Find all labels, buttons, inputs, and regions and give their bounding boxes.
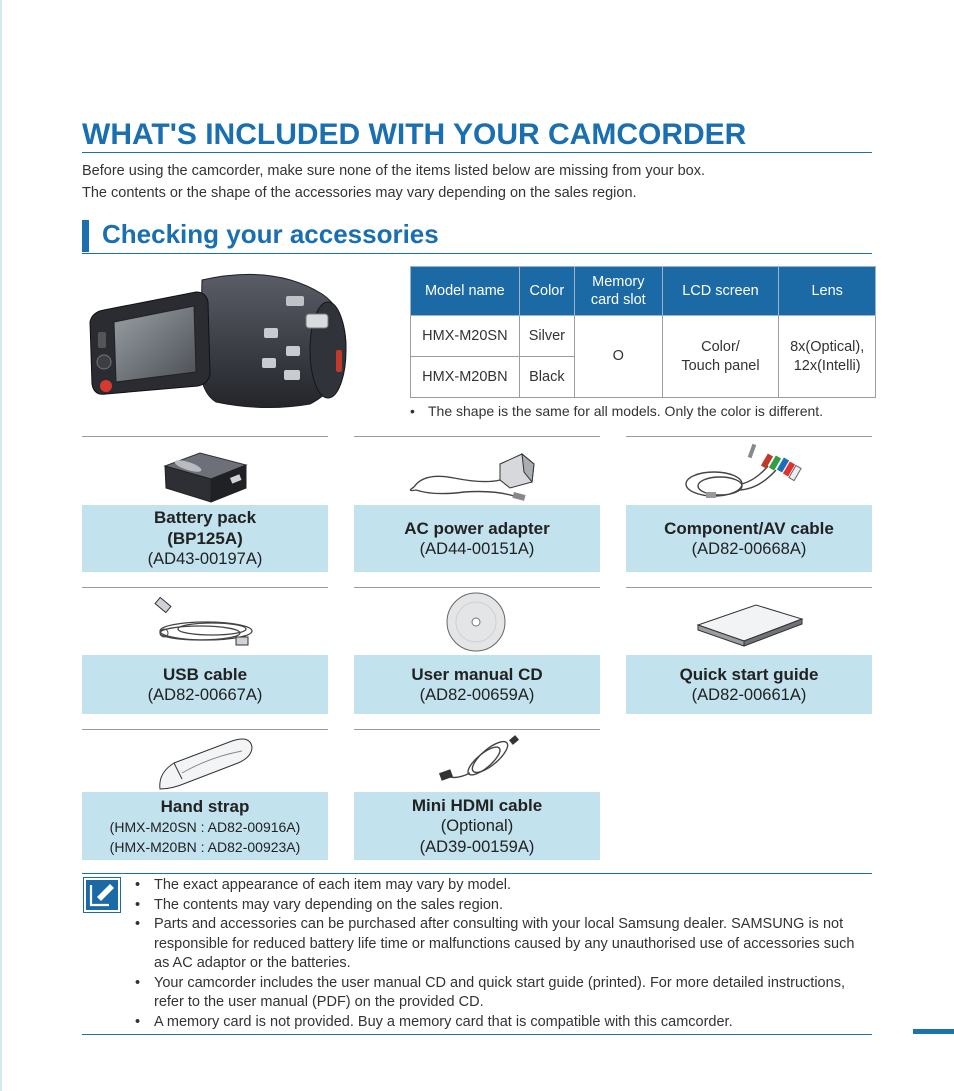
item-label: Component/AV cable (AD82-00668A) [626,505,872,572]
item-code: (HMX-M20SN : AD82-00916A) [109,818,301,835]
accessory-usb-cable: USB cable (AD82-00667A) [82,587,328,715]
item-code-line-2: (HMX-M20BN : AD82-00923A) [109,838,301,855]
item-code: (AD82-00668A) [691,539,807,558]
table-row: HMX-M20BN Black [410,356,876,398]
ac-adapter-icon [409,452,535,501]
item-code: (AD82-00667A) [147,685,263,704]
camcorder-illustration [89,273,347,409]
item-note: (Optional) [440,816,514,835]
accessory-mini-hdmi-cable: Mini HDMI cable (Optional) (AD39-00159A) [354,729,600,860]
item-label: User manual CD (AD82-00659A) [354,655,600,714]
table-row: HMX-M20SN Silver O Color/ Touch panel 8x… [410,315,876,398]
av-cable-icon [685,443,802,498]
color-cell: Silver [518,315,576,357]
header-model-name: Model name [410,266,520,316]
item-name: Component/AV cable [664,518,834,538]
accessory-component-av-cable: Component/AV cable (AD82-00668A) [626,436,872,573]
model-cell: HMX-M20BN [410,356,520,398]
accessory-user-manual-cd: User manual CD (AD82-00659A) [354,587,600,715]
item-code: (AD39-00159A) [419,837,535,856]
cd-icon [446,592,506,652]
note-item: The contents may vary depending on the s… [135,896,855,916]
section-title: Checking your accessories [102,219,439,249]
item-divider [354,729,600,730]
page-edge-rule [0,0,2,1091]
item-divider [82,587,328,588]
item-divider [354,587,600,588]
item-code: (AD82-00661A) [691,685,807,704]
bullet-icon: • [410,403,415,419]
item-name: Quick start guide [679,664,819,684]
item-name: USB cable [162,664,248,684]
item-label: USB cable (AD82-00667A) [82,655,328,714]
lens-line-1: 8x(Optical), [790,338,865,355]
model-note: • The shape is the same for all models. O… [410,403,823,419]
item-name: Mini HDMI cable [411,795,543,815]
lcd-line-2: Touch panel [681,357,760,374]
item-code: (AD44-00151A) [419,539,535,558]
lens-cell: 8x(Optical), 12x(Intelli) [778,315,876,398]
note-pencil-icon [83,877,121,913]
header-lcd-screen: LCD screen [661,266,780,316]
memory-slot-cell: O [574,315,663,398]
item-name: User manual CD [411,664,543,684]
note-item: Parts and accessories can be purchased a… [135,915,855,974]
item-code: (AD43-00197A) [147,550,263,568]
item-divider [82,729,328,730]
accessory-ac-power-adapter: AC power adapter (AD44-00151A) [354,436,600,573]
item-label: Mini HDMI cable (Optional) (AD39-00159A) [354,792,600,860]
accessory-battery-pack: Battery pack (BP125A) (AD43-00197A) [82,436,328,573]
item-label: Quick start guide (AD82-00661A) [626,655,872,714]
model-table: Model name Color Memory card slot LCD sc… [410,266,876,398]
lcd-line-1: Color/ [701,338,740,355]
usb-cable-icon [154,596,253,646]
title-underline [82,152,872,153]
page-title: WHAT'S INCLUDED WITH YOUR CAMCORDER [82,118,747,151]
hand-strap-icon [159,738,253,790]
item-name-line-2: (BP125A) [167,529,243,548]
booklet-icon [696,604,804,647]
intro-line-1: Before using the camcorder, make sure no… [82,163,705,179]
header-memory-line-1: Memory [592,274,645,290]
item-divider [626,436,872,437]
page-edge-tab [913,1029,954,1034]
item-name: Battery pack [153,508,257,527]
model-note-text: The shape is the same for all models. On… [428,403,824,419]
notes-bottom-rule [82,1034,872,1035]
notes-top-rule [82,873,872,874]
note-item: Your camcorder includes the user manual … [135,974,855,1013]
accessory-hand-strap: Hand strap (HMX-M20SN : AD82-00916A) (HM… [82,729,328,860]
notes-list: The exact appearance of each item may va… [135,876,855,1032]
lcd-cell: Color/ Touch panel [661,315,780,398]
intro-line-2: The contents or the shape of the accesso… [82,185,637,201]
model-table-header: Model name Color Memory card slot LCD sc… [410,266,876,316]
header-memory-card-slot: Memory card slot [574,266,663,316]
accessory-quick-start-guide: Quick start guide (AD82-00661A) [626,587,872,715]
header-color: Color [518,266,576,316]
note-item: The exact appearance of each item may va… [135,876,855,896]
header-memory-line-2: card slot [590,292,646,308]
item-code: (AD82-00659A) [419,685,535,704]
battery-pack-icon [163,452,248,503]
hdmi-cable-icon [438,735,519,781]
item-label: AC power adapter (AD44-00151A) [354,505,600,572]
intro-text: Before using the camcorder, make sure no… [82,160,705,204]
item-name: Hand strap [160,796,250,816]
item-divider [354,436,600,437]
item-divider [82,436,328,437]
item-label: Hand strap (HMX-M20SN : AD82-00916A) (HM… [82,792,328,860]
header-lens: Lens [778,266,876,316]
lens-line-2: 12x(Intelli) [793,357,861,374]
section-underline [82,253,872,254]
item-name: AC power adapter [404,518,550,538]
model-cell: HMX-M20SN [410,315,520,357]
note-item: A memory card is not provided. Buy a mem… [135,1013,855,1033]
item-divider [626,587,872,588]
item-label: Battery pack (BP125A) (AD43-00197A) [82,505,328,572]
section-marker [82,220,89,252]
color-cell: Black [518,356,576,398]
